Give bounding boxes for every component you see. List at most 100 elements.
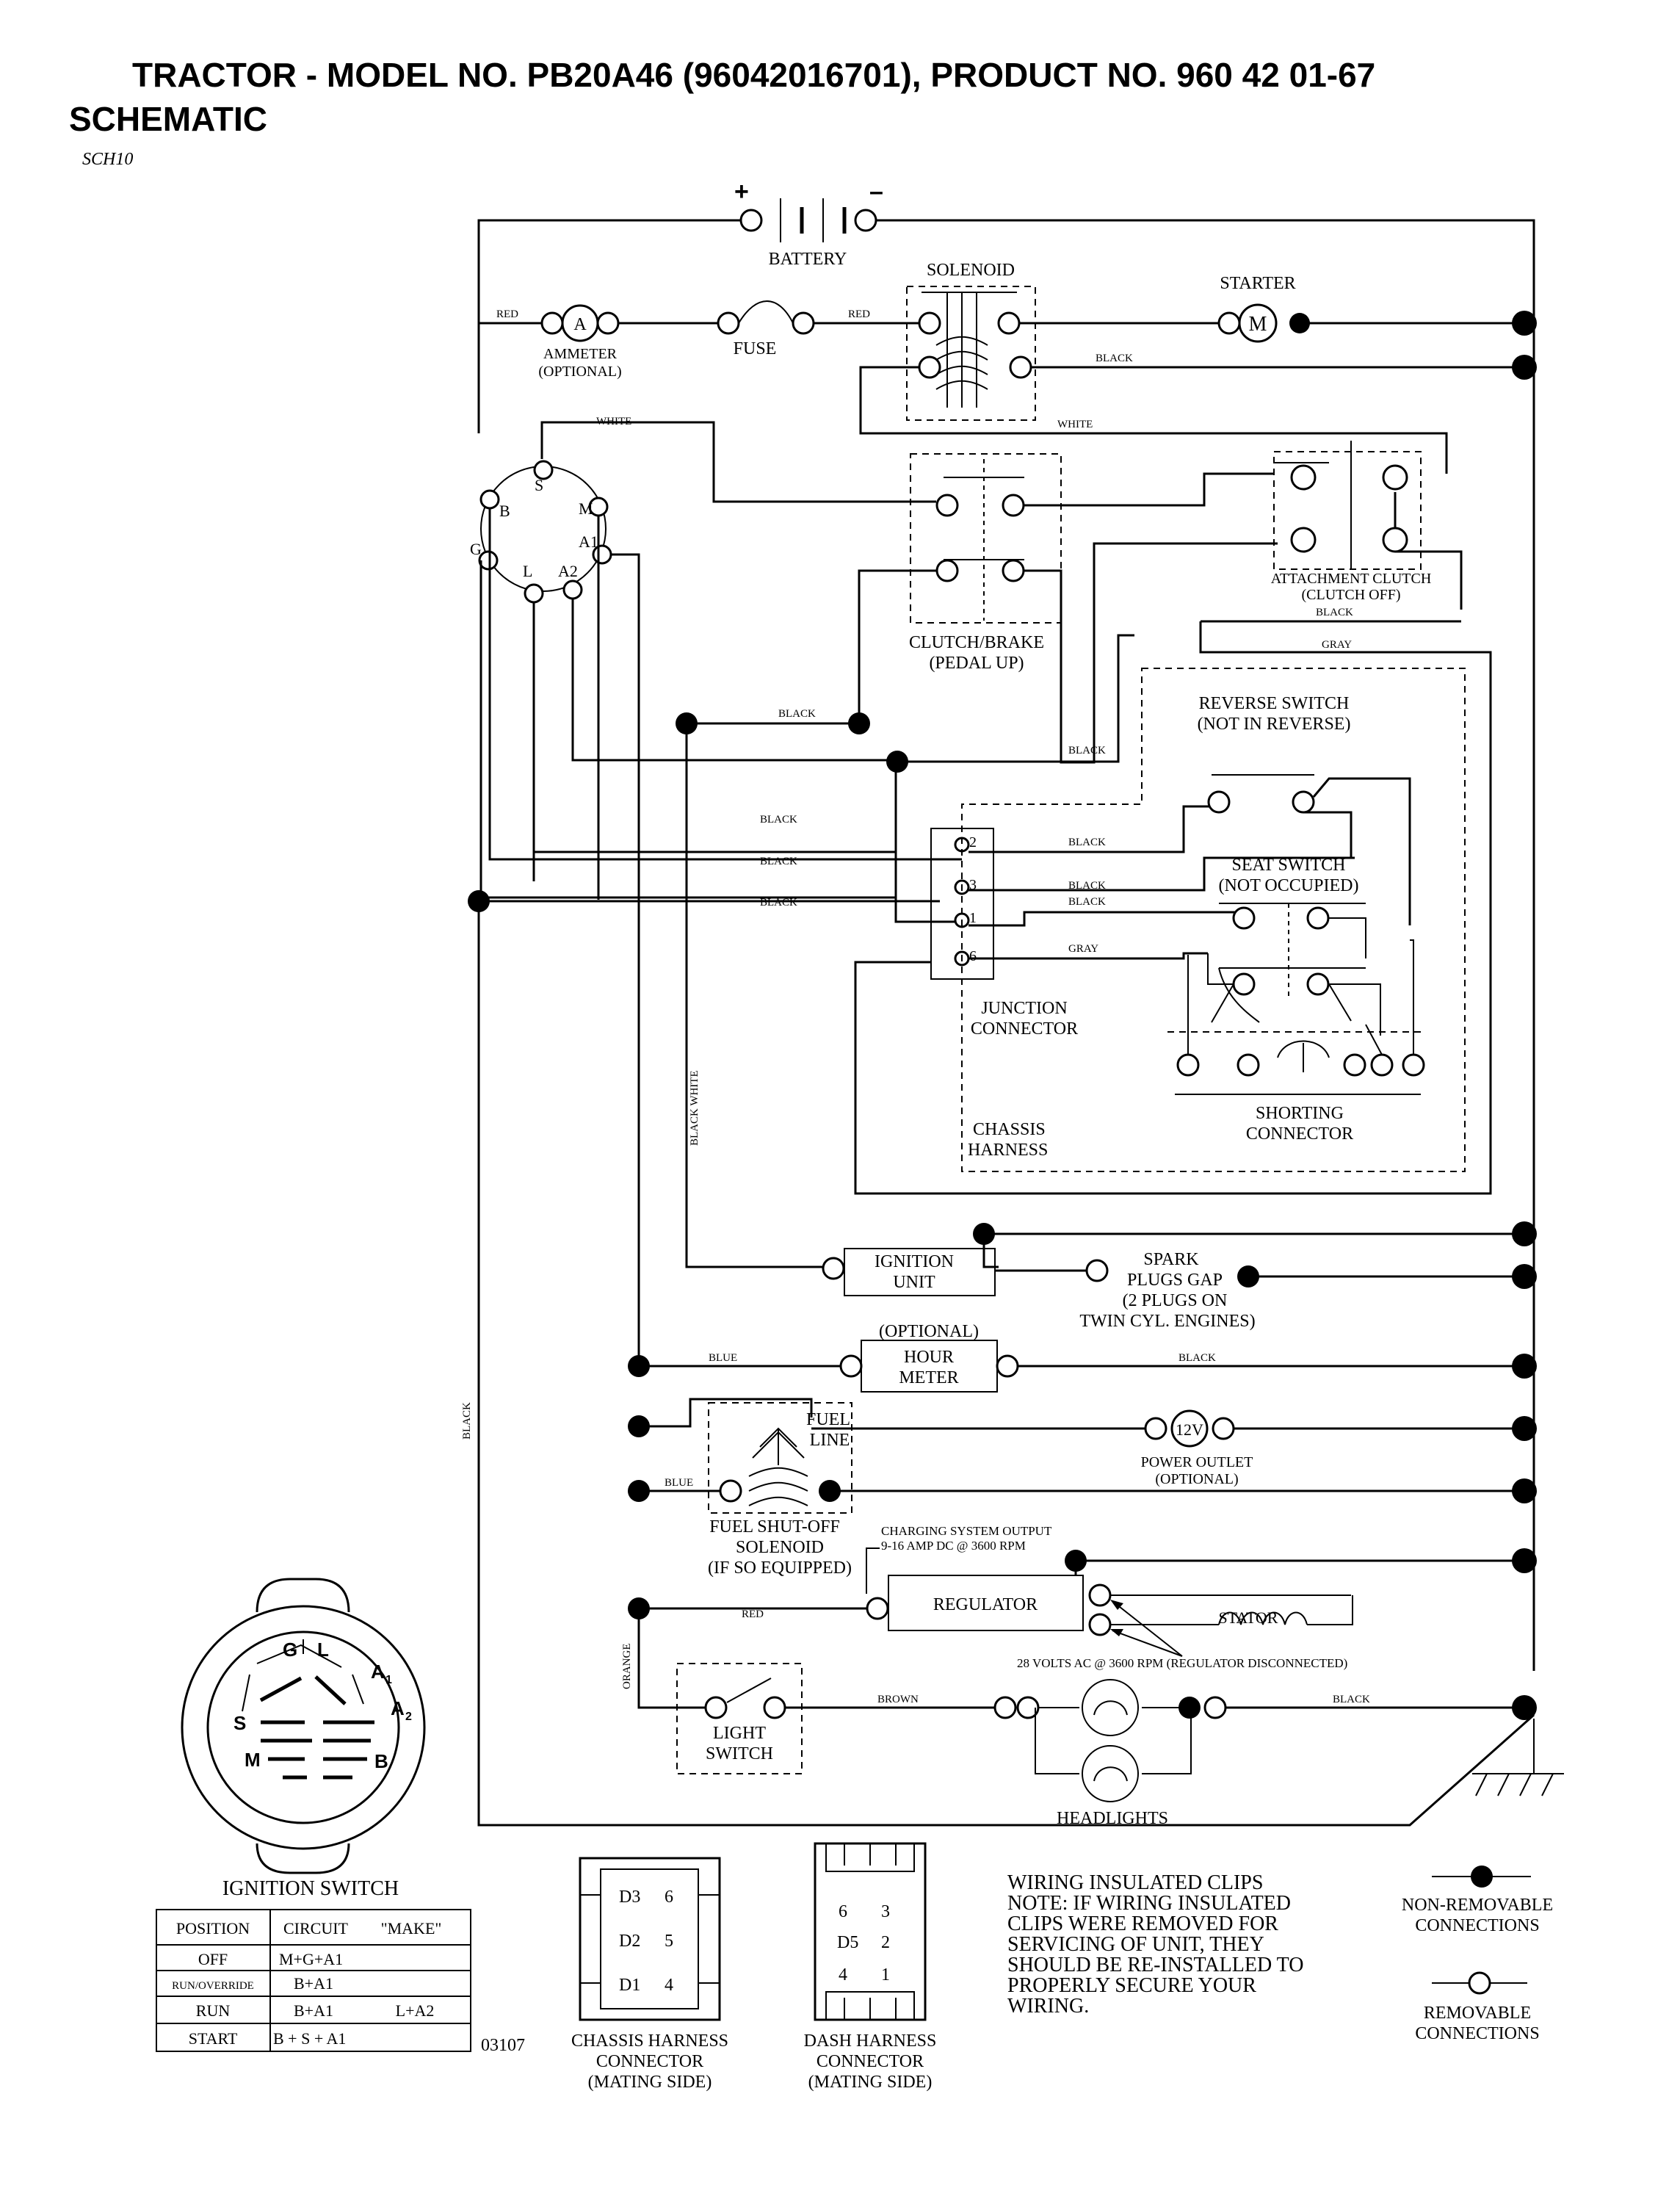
wire-label-black-6: BLACK xyxy=(1068,837,1106,848)
power-outlet-optional: (OPTIONAL) xyxy=(1155,1471,1238,1487)
solenoid-label: SOLENOID xyxy=(927,261,1015,280)
junction-pin-1: 1 xyxy=(969,910,977,926)
wire-label-gray: GRAY xyxy=(1068,943,1098,955)
note-title: WIRING INSULATED CLIPS xyxy=(1007,1871,1263,1894)
dash-pin-2: 2 xyxy=(881,1933,890,1952)
ignition-key-l: L xyxy=(317,1639,329,1661)
ignition-key-m: M xyxy=(245,1749,261,1771)
junction-connector: 2 3 1 6 JUNCTION CONNECTOR BLACK BLACK B… xyxy=(855,805,1355,1039)
fuel-line-label-2: LINE xyxy=(810,1431,850,1450)
page-title: TRACTOR - MODEL NO. PB20A46 (96042016701… xyxy=(132,56,1375,94)
ignition-key-a2-sub: 2 xyxy=(405,1711,412,1723)
wire-label-black-3: BLACK xyxy=(760,814,797,826)
lights-row: ORANGE LIGHT SWITCH BROWN BLACK HEADLIGH… xyxy=(621,1608,1564,1828)
regulator-row: CHARGING SYSTEM OUTPUT 9-16 AMP DC @ 360… xyxy=(628,1524,1537,1670)
chassis-connector-label-3: (MATING SIDE) xyxy=(588,2073,712,2092)
table-header-position: POSITION xyxy=(176,1919,250,1937)
legend-non-removable: NON-REMOVABLE xyxy=(1402,1896,1553,1915)
dash-pin-d5: D5 xyxy=(837,1933,858,1952)
spark-plugs-note-1: (2 PLUGS ON xyxy=(1123,1291,1228,1310)
document-number: 03107 xyxy=(481,2036,525,2055)
schematic-code: SCH10 xyxy=(82,150,133,169)
dash-pin-4: 4 xyxy=(839,1965,847,1984)
note-line: NOTE: IF WIRING INSULATED xyxy=(1007,1892,1291,1915)
wire-label-black-7: BLACK xyxy=(1068,880,1106,892)
wire-label-black-5: BLACK xyxy=(760,897,797,909)
fuel-shutoff-label: FUEL SHUT-OFF xyxy=(709,1517,840,1536)
dash-connector-label-2: CONNECTOR xyxy=(817,2052,924,2071)
wire-label-black-4: BLACK xyxy=(760,856,797,867)
seat-switch: SEAT SWITCH (NOT OCCUPIED) xyxy=(1207,856,1381,1036)
chassis-pin-4: 4 xyxy=(665,1976,673,1995)
wire-label-black-2: BLACK xyxy=(1068,745,1106,756)
ignition-table: POSITION CIRCUIT "MAKE" OFF M+G+A1 RUN/O… xyxy=(156,1909,471,2052)
ammeter-symbol: A xyxy=(573,315,587,334)
hour-meter-row: BLUE (OPTIONAL) HOUR METER BLACK xyxy=(628,1322,1537,1393)
spark-plugs-label: SPARK xyxy=(1143,1250,1199,1269)
hour-meter-label: HOUR xyxy=(904,1348,954,1367)
solenoid: SOLENOID xyxy=(906,261,1036,421)
reverse-switch-label: REVERSE SWITCH xyxy=(1199,694,1350,713)
chassis-harness-label-2: HARNESS xyxy=(968,1141,1048,1160)
attachment-clutch-label: ATTACHMENT CLUTCH xyxy=(1271,571,1432,587)
ignition-key-a1: A xyxy=(371,1661,385,1683)
junction-pin-2: 2 xyxy=(969,834,977,850)
junction-connector-label: CONNECTOR xyxy=(971,1019,1078,1039)
wire-label-black-lights: BLACK xyxy=(1333,1694,1370,1705)
wire-label-white: WHITE xyxy=(1057,419,1093,430)
attachment-clutch-switch: ATTACHMENT CLUTCH (CLUTCH OFF) BLACK GRA… xyxy=(854,441,1492,1195)
chassis-harness: CHASSIS HARNESS xyxy=(961,668,1466,1172)
terminal-a1: A1 xyxy=(579,532,598,551)
clutch-brake-state-label: (PEDAL UP) xyxy=(929,654,1024,673)
battery: + – BATTERY xyxy=(734,178,883,269)
wire-label-white-2: WHITE xyxy=(596,416,631,427)
stator-voltage-note: 28 VOLTS AC @ 3600 RPM (REGULATOR DISCON… xyxy=(1017,1656,1347,1670)
ignition-key-b: B xyxy=(374,1750,388,1772)
chassis-pin-6: 6 xyxy=(665,1888,673,1907)
battery-label: BATTERY xyxy=(769,250,847,269)
wire-label-black-ground: BLACK xyxy=(461,1402,473,1440)
chassis-harness-label: CHASSIS xyxy=(973,1120,1046,1139)
chassis-pin-d2: D2 xyxy=(619,1932,640,1951)
terminal-s: S xyxy=(535,476,543,494)
charging-output-rating: 9-16 AMP DC @ 3600 RPM xyxy=(881,1539,1026,1553)
table-header-make: "MAKE" xyxy=(381,1919,442,1937)
fuel-shutoff-solenoid: SOLENOID xyxy=(736,1538,824,1557)
junction-pin-3: 3 xyxy=(969,877,977,893)
fuse-label: FUSE xyxy=(734,339,777,358)
ignition-key-s: S xyxy=(233,1712,246,1734)
table-cell-position: START xyxy=(189,2029,238,2048)
table-cell-position: OFF xyxy=(198,1950,228,1968)
power-outlet-label: POWER OUTLET xyxy=(1141,1454,1253,1470)
dash-pin-3: 3 xyxy=(881,1902,890,1921)
terminal-a2: A2 xyxy=(558,562,578,580)
dash-connector-label-3: (MATING SIDE) xyxy=(808,2073,933,2092)
starter: M STARTER BLACK xyxy=(1019,274,1537,380)
shorting-connector: SHORTING CONNECTOR xyxy=(1167,939,1425,1144)
wire-label-black-white: BLACK WHITE xyxy=(689,1070,700,1146)
seat-switch-state-label: (NOT OCCUPIED) xyxy=(1219,876,1359,895)
wire-label-red-2: RED xyxy=(848,308,870,320)
note-line: SERVICING OF UNIT, THEY xyxy=(1007,1933,1264,1956)
terminal-m: M xyxy=(579,499,593,518)
fuel-solenoid-rows: 12V POWER OUTLET (OPTIONAL) FUEL LINE BL… xyxy=(628,1398,1537,1578)
ignition-key-g: G xyxy=(283,1639,297,1661)
ignition-key-a2: A xyxy=(391,1697,405,1719)
ammeter-label: AMMETER xyxy=(543,346,618,362)
wire-label-gray-clutch: GRAY xyxy=(1322,639,1352,651)
headlights-label: HEADLIGHTS xyxy=(1057,1809,1168,1828)
legend: NON-REMOVABLE CONNECTIONS REMOVABLE CONN… xyxy=(1402,1866,1553,2043)
ignition-switch-label: IGNITION SWITCH xyxy=(222,1877,399,1900)
ammeter-optional-label: (OPTIONAL) xyxy=(538,364,621,380)
battery-plus-sign: + xyxy=(734,178,749,206)
terminal-g: G xyxy=(470,540,482,558)
wire-label-black-clutch: BLACK xyxy=(1316,607,1353,618)
light-switch-label: LIGHT xyxy=(713,1724,766,1743)
table-cell-circuit: B+A1 xyxy=(294,1974,333,1993)
spark-plugs-gap-label: PLUGS GAP xyxy=(1127,1271,1223,1290)
light-switch-label-2: SWITCH xyxy=(706,1744,773,1763)
table-cell-circuit: M+G+A1 xyxy=(279,1950,343,1968)
chassis-harness-connector: D3 6 D2 5 D1 4 CHASSIS HARNESS CONNECTOR… xyxy=(571,1857,728,2092)
wire-label-blue: BLUE xyxy=(709,1352,737,1364)
ammeter-fuse-line: A RED RED AMMETER (OPTIONAL) FUSE xyxy=(479,300,927,380)
